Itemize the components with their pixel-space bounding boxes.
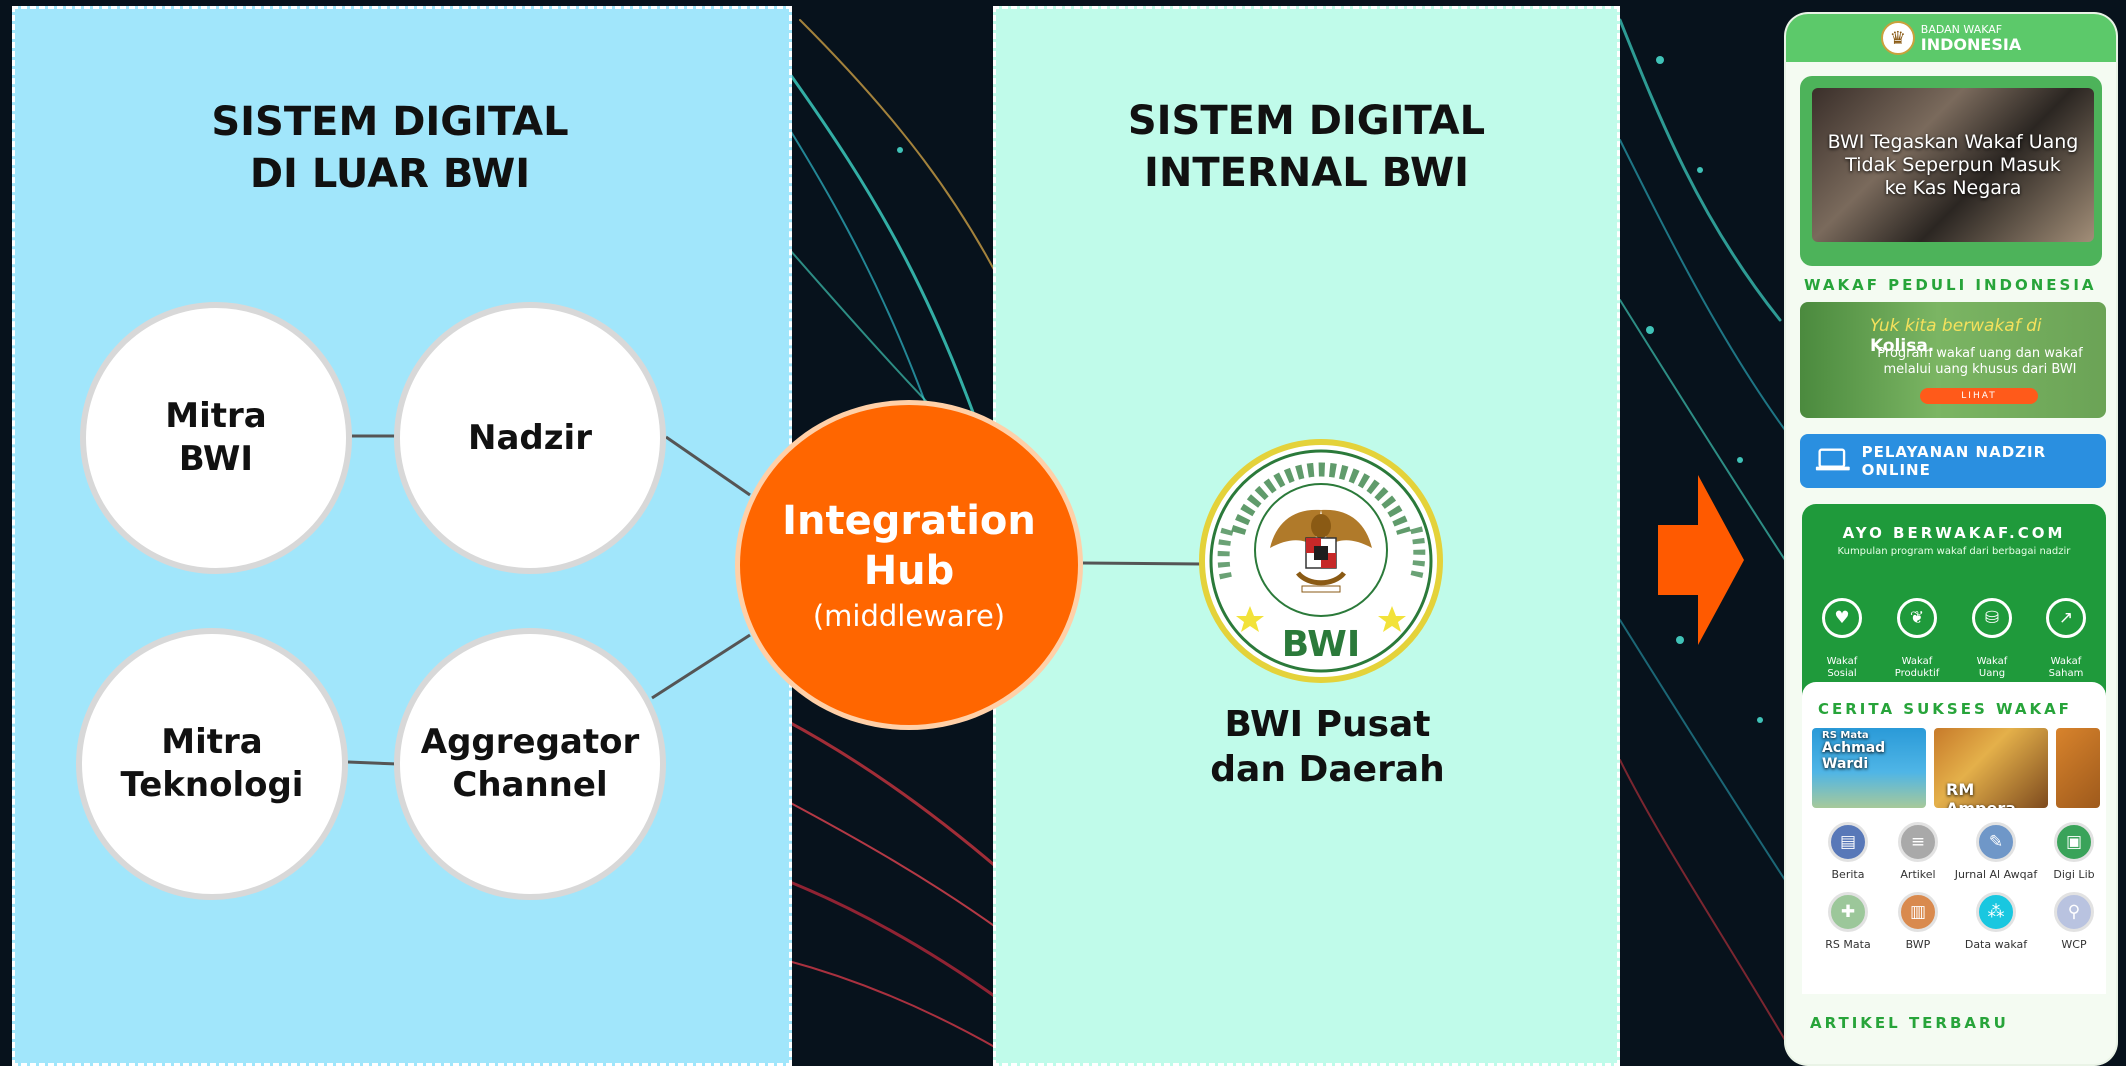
bwi-caption: BWI Pusat dan Daerah — [1210, 704, 1445, 790]
category-label: Wakaf Uang — [1976, 656, 2008, 679]
news-headline: BWI Tegaskan Wakaf Uang Tidak Seperpun M… — [1827, 130, 2079, 199]
menu-wcp[interactable]: ⚲ WCP — [2038, 892, 2110, 951]
news-image: BWI Tegaskan Wakaf Uang Tidak Seperpun M… — [1812, 88, 2094, 242]
nadzir-online-button[interactable]: PELAYANAN NADZIR ONLINE — [1800, 434, 2106, 488]
cerita-sukses-card: CERITA SUKSES WAKAF RS Mata Achmad Wardi… — [1802, 682, 2106, 994]
nadzir-online-label: PELAYANAN NADZIR ONLINE — [1861, 443, 2047, 479]
hub-subtitle: (middleware) — [812, 599, 1006, 633]
brand-big: INDONESIA — [1920, 34, 2022, 54]
menu-label: RS Mata — [1825, 938, 1871, 951]
category-label: Wakaf Saham — [2048, 656, 2084, 679]
banner-tagline-text: Yuk kita berwakaf di — [1870, 316, 2042, 336]
category-wakaf-sosial[interactable]: ♥ Wakaf Sosial — [1806, 586, 1878, 680]
arrow-right-icon — [1658, 475, 1744, 645]
hospital-icon: ✚ — [1828, 892, 1868, 932]
menu-label: Digi Lib — [2053, 868, 2095, 881]
story-card[interactable]: RM Ampera — [1934, 728, 2048, 808]
ayo-subtitle: Kumpulan program wakaf dari berbagai nad… — [1837, 546, 2071, 557]
menu-rs-mata[interactable]: ✚ RS Mata — [1812, 892, 1884, 951]
data-icon: ⁂ — [1976, 892, 2016, 932]
bwi-logo-icon: ♛ — [1880, 21, 1915, 55]
news-card[interactable]: BWI Tegaskan Wakaf Uang Tidak Seperpun M… — [1800, 76, 2102, 266]
external-systems-title: SISTEM DIGITAL DI LUAR BWI — [211, 99, 569, 197]
banner-button[interactable]: LIHAT — [1920, 388, 2038, 404]
menu-jurnal[interactable]: ✎ Jurnal Al Awqaf — [1954, 822, 2038, 881]
wheat-icon: ❦ — [1897, 598, 1937, 638]
node-mitra-bwi: Mitra BWI — [80, 302, 352, 574]
node-nadzir: Nadzir — [394, 302, 666, 574]
menu-label: Berita — [1831, 868, 1865, 881]
app-screenshot: ♛ BADAN WAKAF INDONESIA BWI Tegaskan Wak… — [1786, 14, 2116, 1064]
cerita-sukses-label: CERITA SUKSES WAKAF — [1818, 700, 2072, 718]
menu-label: Artikel — [1900, 868, 1936, 881]
section-wakaf-peduli: WAKAF PEDULI INDONESIA — [1804, 276, 2097, 294]
banner-brand: Kolisa. — [1870, 336, 1935, 356]
hub-title: Integration Hub — [782, 498, 1036, 594]
category-wakaf-saham[interactable]: ↗ Wakaf Saham — [2030, 586, 2102, 680]
seal-text: BWI — [1282, 624, 1361, 665]
menu-data-wakaf[interactable]: ⁂ Data wakaf — [1960, 892, 2032, 951]
story-pre: RS Mata — [1822, 730, 1869, 741]
integration-hub-node: Integration Hub (middleware) — [735, 400, 1083, 730]
heart-icon: ♥ — [1822, 598, 1862, 638]
menu-label: Data wakaf — [1964, 938, 2028, 951]
internal-systems-title: SISTEM DIGITAL INTERNAL BWI — [1127, 98, 1486, 196]
story-card[interactable]: RS Mata Achmad Wardi — [1812, 728, 1926, 808]
app-header: ♛ BADAN WAKAF INDONESIA — [1786, 14, 2116, 62]
menu-label: BWP — [1905, 938, 1931, 951]
story-card[interactable] — [2056, 728, 2100, 808]
story-title: RM Ampera — [1946, 780, 2016, 808]
category-label: Wakaf Sosial — [1826, 656, 1858, 679]
menu-berita[interactable]: ▤ Berita — [1812, 822, 1884, 881]
menu-bwp[interactable]: ▥ BWP — [1882, 892, 1954, 951]
monitor-icon — [1815, 448, 1850, 471]
node-mitra-teknologi: Mitra Teknologi — [76, 628, 348, 900]
ayo-berwakaf-card: AYO BERWAKAF.COM Kumpulan program wakaf … — [1802, 504, 2106, 994]
money-icon: ⛁ — [1972, 598, 2012, 638]
news-icon: ▤ — [1828, 822, 1868, 862]
brand-small: BADAN WAKAF — [1920, 22, 2003, 36]
journal-icon: ✎ — [1976, 822, 2016, 862]
menu-artikel[interactable]: ≡ Artikel — [1882, 822, 1954, 881]
menu-label: WCP — [2061, 938, 2087, 951]
brand-name: BADAN WAKAF INDONESIA — [1920, 22, 2022, 54]
menu-label: Jurnal Al Awqaf — [1954, 868, 2038, 881]
node-aggregator-channel: Aggregator Channel — [394, 628, 666, 900]
menu-digilib[interactable]: ▣ Digi Lib — [2038, 822, 2110, 881]
kolisa-banner[interactable]: Yuk kita berwakaf di Kolisa. Program wak… — [1800, 302, 2106, 418]
artikel-terbaru-label: ARTIKEL TERBARU — [1810, 1014, 2009, 1032]
bwi-seal-logo: BWI — [1199, 439, 1443, 683]
category-wakaf-uang[interactable]: ⛁ Wakaf Uang — [1956, 586, 2028, 680]
article-icon: ≡ — [1898, 822, 1938, 862]
category-label: Wakaf Produktif — [1894, 656, 1940, 679]
chart-icon: ↗ — [2046, 598, 2086, 638]
wcp-icon: ⚲ — [2054, 892, 2094, 932]
library-icon: ▣ — [2054, 822, 2094, 862]
bwp-icon: ▥ — [1898, 892, 1938, 932]
ayo-title: AYO BERWAKAF.COM — [1842, 524, 2066, 542]
category-wakaf-produktif[interactable]: ❦ Wakaf Produktif — [1881, 586, 1953, 680]
banner-description: Program wakaf uang dan wakaf melalui uan… — [1877, 346, 2083, 377]
banner-tagline: Yuk kita berwakaf di Kolisa. — [1870, 316, 2106, 356]
story-title: Achmad Wardi — [1822, 740, 1886, 772]
